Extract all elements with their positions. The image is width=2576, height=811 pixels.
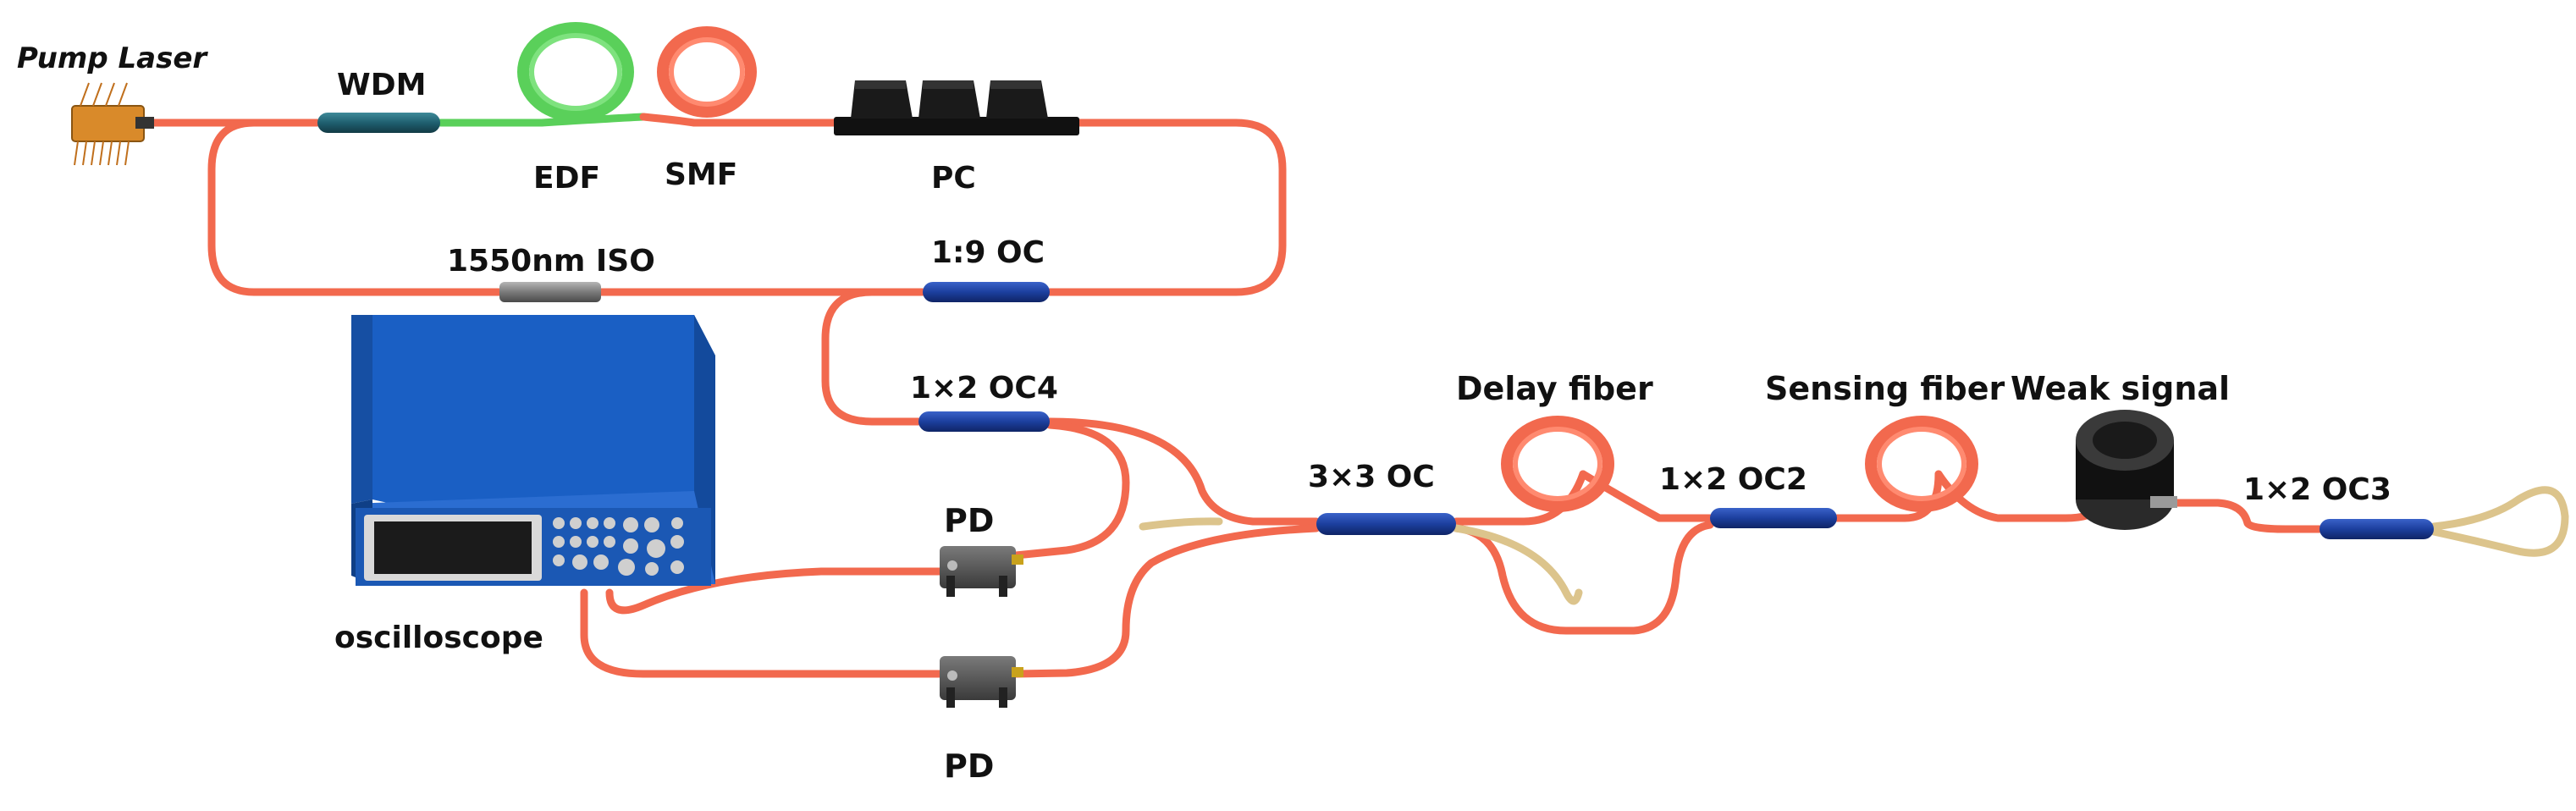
label-pc: PC	[931, 161, 976, 196]
coupler-3x3	[1316, 513, 1456, 535]
wdm-component	[317, 113, 440, 133]
label-pd-bottom: PD	[944, 748, 994, 785]
fiber-oc4-to-pd-top	[1012, 421, 1130, 560]
label-wdm: WDM	[337, 68, 426, 102]
pzt-connector	[2150, 496, 2177, 508]
coupler-oc4	[918, 411, 1050, 432]
sensing-fiber-coil	[1865, 416, 1978, 512]
delay-fiber-coil	[1501, 416, 1614, 512]
edf-coil	[517, 22, 648, 127]
fiber-iso-to-wdm	[207, 119, 504, 296]
fiber-weak-to-oc3	[2163, 499, 2324, 533]
coupler-oc2	[1710, 508, 1837, 528]
fiber-3x3-unused-pigtail	[1139, 517, 1223, 531]
label-oc3: 1×2 OC3	[2243, 472, 2391, 507]
label-oc4: 1×2 OC4	[910, 371, 1058, 406]
label-pump-laser: Pump Laser	[17, 41, 208, 75]
fiber-oc19-to-oc4	[821, 288, 923, 426]
photodetector-top	[940, 546, 1023, 597]
label-weak-signal: Weak signal	[2011, 370, 2230, 407]
laser-pigtail-connector	[135, 117, 154, 129]
coupler-1-9	[923, 282, 1050, 302]
laser-pins	[74, 82, 130, 166]
fiber-oc3-loop-mirror	[2430, 486, 2569, 557]
weak-signal-pzt	[2076, 410, 2177, 530]
polarization-controller	[834, 80, 1079, 135]
fiber-pd-top-to-scope	[605, 567, 944, 615]
label-pd-top: PD	[944, 502, 994, 539]
label-delay-fiber: Delay fiber	[1456, 370, 1653, 407]
smf-coil	[639, 26, 757, 127]
label-oc-1-9: 1:9 OC	[931, 235, 1045, 270]
fiber-3x3-terminated-end	[1452, 524, 1583, 605]
coupler-oc3	[2320, 519, 2434, 539]
label-oc2: 1×2 OC2	[1659, 462, 1807, 497]
fiber-3x3-to-pd-bottom	[1012, 524, 1321, 678]
fiber-pc-to-loop	[1045, 119, 1287, 296]
fiber-oc4-to-3x3	[1045, 417, 1321, 526]
fiber-pd-bottom-to-scope	[580, 588, 944, 678]
oscilloscope-knobs	[553, 517, 684, 576]
label-oc-3x3: 3×3 OC	[1308, 460, 1435, 494]
oscilloscope	[351, 315, 715, 586]
pump-laser	[71, 82, 154, 166]
oscilloscope-screen	[374, 521, 532, 574]
photodetector-bottom	[940, 656, 1023, 708]
isolator-component	[499, 282, 601, 302]
laser-body	[71, 105, 145, 142]
label-smf: SMF	[665, 157, 737, 192]
label-edf: EDF	[533, 161, 600, 196]
fiber-3x3-lower-loop	[1452, 521, 1714, 635]
label-sensing-fiber: Sensing fiber	[1765, 370, 2005, 407]
label-iso: 1550nm ISO	[447, 244, 655, 279]
label-oscilloscope: oscilloscope	[334, 621, 543, 655]
